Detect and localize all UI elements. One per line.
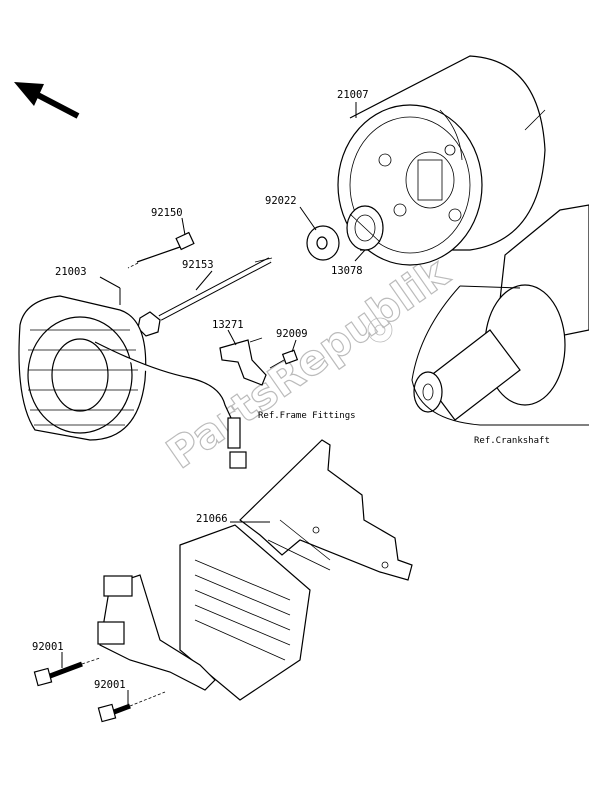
- front-direction-arrow-icon: [14, 82, 80, 119]
- label-92009: 92009: [276, 328, 308, 340]
- ref-frame-fittings: Ref.Frame Fittings: [258, 411, 356, 421]
- label-13078: 13078: [331, 265, 363, 277]
- label-21003: 21003: [55, 266, 87, 278]
- label-21066: 21066: [196, 513, 228, 525]
- label-92150: 92150: [151, 207, 183, 219]
- screw-92009: [269, 349, 299, 369]
- bolt-92150: [127, 231, 195, 269]
- starter-gear: [346, 205, 384, 251]
- label-13271: 13271: [212, 319, 244, 331]
- regulator: [97, 524, 311, 701]
- label-92001-b: 92001: [94, 679, 126, 691]
- frame-bracket: [239, 439, 413, 581]
- label-92022: 92022: [265, 195, 297, 207]
- bolt-92001-b: [97, 691, 166, 723]
- leader-lines: [61, 102, 366, 706]
- crankshaft: [411, 204, 589, 426]
- gear-icon: [367, 317, 393, 343]
- label-92001-a: 92001: [32, 641, 64, 653]
- label-21007: 21007: [337, 89, 369, 101]
- washer: [306, 225, 340, 261]
- stator: [18, 295, 247, 469]
- label-92153: 92153: [182, 259, 214, 271]
- bracket-13271: [219, 337, 267, 386]
- bolt-92001-a: [33, 657, 101, 687]
- ref-crankshaft: Ref.Crankshaft: [474, 436, 550, 446]
